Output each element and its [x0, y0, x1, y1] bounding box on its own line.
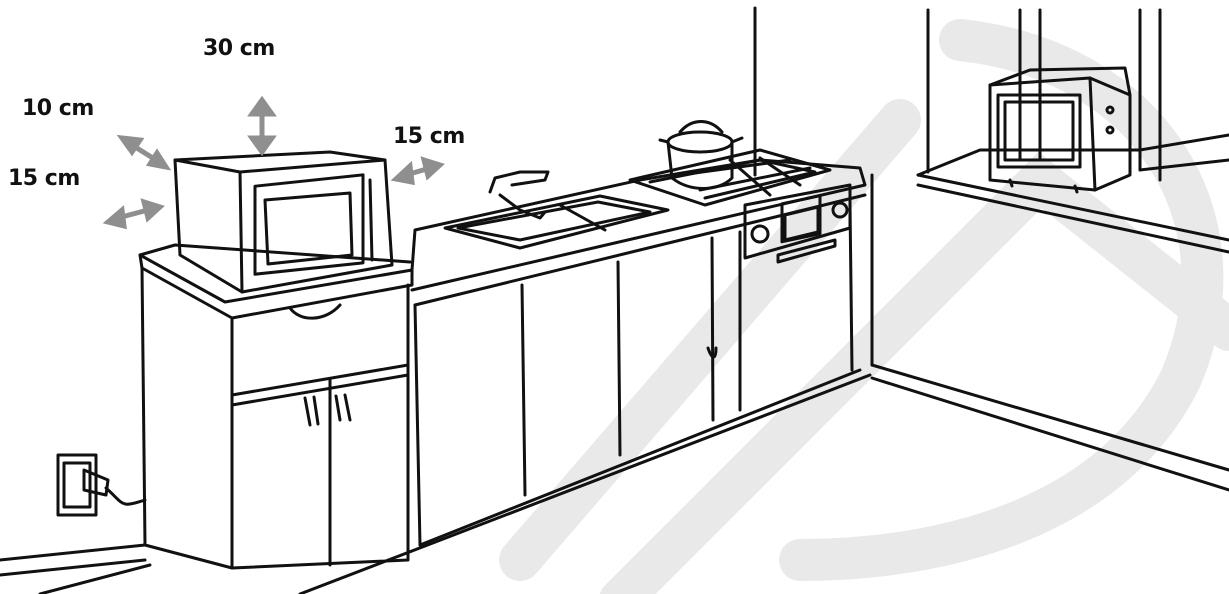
- arrow-right-side: [390, 156, 445, 186]
- microwave-oven: [173, 150, 394, 294]
- sink: [443, 170, 670, 250]
- arrow-top: [247, 95, 277, 157]
- clearance-left-side-label: 15 cm: [8, 166, 80, 191]
- arrow-back: [116, 134, 172, 171]
- side-cabinet: [138, 243, 414, 570]
- clearance-top-label: 30 cm: [203, 36, 275, 61]
- wall-socket: [56, 453, 147, 517]
- clearance-right-side-label: 15 cm: [393, 124, 465, 149]
- built-in-oven: [743, 183, 852, 264]
- stove: [628, 120, 832, 207]
- watermark-logo: [499, 19, 1229, 594]
- arrow-left-side: [102, 198, 165, 230]
- window: [916, 8, 1229, 254]
- clearance-back-label: 10 cm: [22, 96, 94, 121]
- microwave-on-sill: [988, 66, 1132, 194]
- clearance-arrows: [102, 95, 445, 230]
- room-walls: [0, 6, 1229, 594]
